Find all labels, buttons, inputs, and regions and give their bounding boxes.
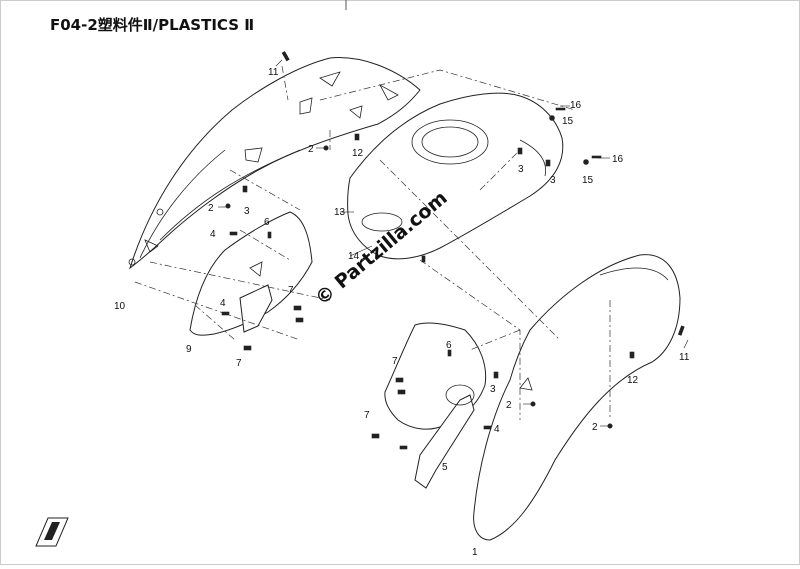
screw-icon [399, 445, 408, 450]
callout-2: 2 [592, 422, 598, 433]
clip-icon [493, 371, 499, 379]
callout-3: 3 [550, 175, 556, 186]
screw-icon [221, 311, 230, 316]
bolt-icon [677, 325, 685, 336]
diagram-title: F04-2塑料件Ⅱ/PLASTICS Ⅱ [50, 16, 254, 34]
grommet-icon [225, 203, 231, 209]
screw-icon [447, 349, 452, 357]
callout-5: 5 [442, 462, 448, 473]
screw-icon [371, 433, 380, 439]
grommet-icon [549, 115, 555, 121]
callout-15: 15 [562, 116, 574, 127]
callout-11: 11 [268, 67, 279, 78]
hardware-group [221, 51, 685, 450]
screw-icon [295, 317, 304, 323]
screw-icon [395, 377, 404, 383]
callout-1: 1 [472, 547, 478, 558]
tank-cover [347, 92, 564, 260]
callout-7: 7 [364, 410, 370, 421]
screw-icon [397, 389, 406, 395]
callout-3: 3 [490, 384, 496, 395]
lower-fairing [473, 254, 681, 541]
screw-icon [243, 345, 252, 351]
screw-icon [229, 231, 238, 236]
callout-12: 12 [352, 148, 364, 159]
callouts: 11 2 12 2 3 6 4 13 14 7 4 10 9 7 16 15 3… [114, 67, 690, 558]
grommet-icon [583, 159, 589, 165]
callout-3: 3 [518, 164, 524, 175]
callout-12: 12 [627, 375, 639, 386]
pin-icon [591, 155, 602, 159]
bolt-icon [281, 51, 290, 62]
grommet-icon [530, 401, 536, 407]
callout-7: 7 [236, 358, 242, 369]
callout-2: 2 [208, 203, 214, 214]
callout-10: 10 [114, 301, 126, 312]
callout-6: 6 [264, 217, 270, 228]
callout-4: 4 [210, 229, 216, 240]
assembly-lines [134, 65, 611, 420]
callout-2: 2 [506, 400, 512, 411]
callout-11: 11 [679, 352, 690, 363]
callout-3: 3 [244, 206, 250, 217]
grommet-icon [607, 423, 613, 429]
clip-icon [242, 185, 248, 193]
screw-icon [293, 305, 302, 311]
upper-body-panel [128, 57, 421, 270]
clip-icon [629, 351, 635, 359]
callout-4: 4 [494, 424, 500, 435]
callout-7: 7 [392, 356, 398, 367]
left-inner-panel [189, 211, 313, 336]
callout-16: 16 [570, 100, 582, 111]
callout-16: 16 [612, 154, 624, 165]
callout-15: 15 [582, 175, 594, 186]
front-arrow-icon [35, 517, 69, 547]
screw-icon [267, 231, 272, 239]
screw-icon [421, 255, 426, 263]
leader-lines [218, 59, 689, 427]
right-inner-panel [384, 322, 487, 489]
callout-4: 4 [220, 298, 226, 309]
callout-13: 13 [334, 207, 346, 218]
callout-7: 7 [288, 285, 294, 296]
pin-icon [555, 107, 566, 111]
clip-icon [354, 133, 360, 141]
screw-icon [483, 425, 492, 430]
callout-9: 9 [186, 344, 192, 355]
callout-14: 14 [348, 251, 360, 262]
callout-6: 6 [446, 340, 452, 351]
grommet-icon [323, 145, 329, 151]
clip-icon [545, 159, 551, 167]
clip-icon [517, 147, 523, 155]
callout-2: 2 [308, 144, 314, 155]
